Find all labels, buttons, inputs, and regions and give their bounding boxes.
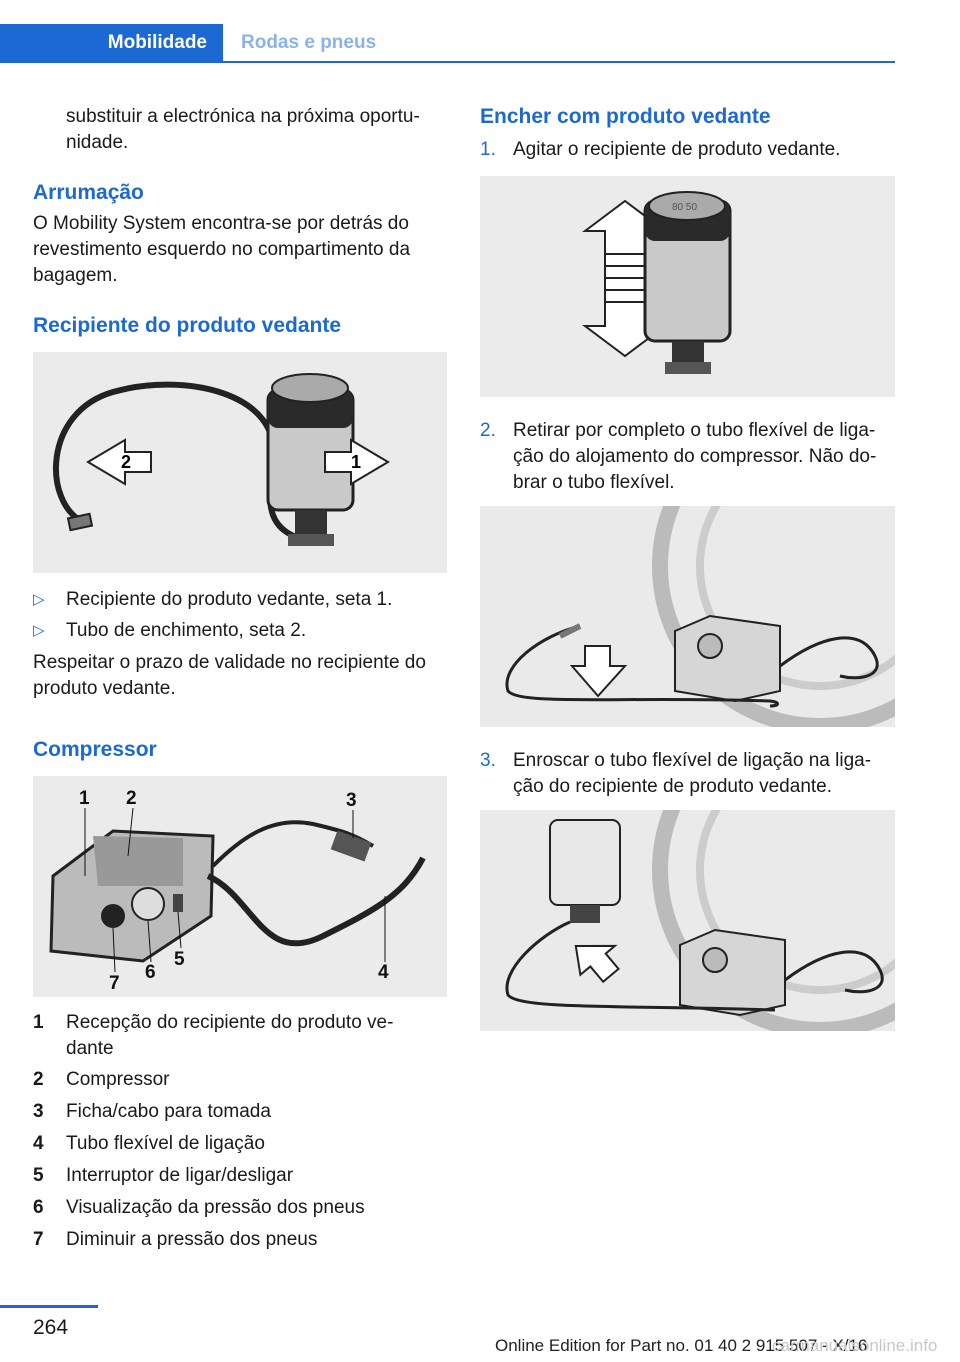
triangle-bullet-icon: ▷	[33, 591, 45, 608]
legend-item: 2 Compressor	[33, 1069, 170, 1090]
sealant-container-figure: 2 1	[33, 352, 447, 573]
watermark: carmanualsonline.info	[772, 1336, 938, 1355]
storage-text: O Mobility System encontra-se por detrás…	[33, 213, 411, 286]
bullet-item: ▷ Tubo de enchimento, seta 2.	[33, 618, 306, 644]
heading-arrumacao: Arrumação	[33, 181, 144, 204]
triangle-bullet-icon: ▷	[33, 622, 45, 639]
page-number: 264	[33, 1316, 69, 1339]
legend-item: 7 Diminuir a pressão dos pneus	[33, 1229, 318, 1250]
figure-label-4: 4	[378, 962, 389, 983]
compressor-figure: 1 2 3 4 5 6 7	[33, 776, 447, 997]
validity-note: Respeitar o prazo de validade no recipie…	[33, 652, 426, 699]
tab-rodas-e-pneus[interactable]: Rodas e pneus	[241, 32, 377, 53]
heading-encher: Encher com produto vedante	[480, 105, 771, 128]
figure-label-1: 1	[351, 452, 361, 472]
step-item: 1. Agitar o recipiente de produto vedant…	[480, 139, 841, 160]
header-rule	[0, 61, 895, 63]
heading-compressor: Compressor	[33, 738, 157, 761]
footer-rule	[0, 1305, 98, 1308]
figure-label-3: 3	[346, 790, 357, 811]
figure-label-2: 2	[126, 788, 137, 809]
bottle-label: 80 50	[672, 202, 697, 213]
legend-item: 5 Interruptor de ligar/desligar	[33, 1165, 294, 1186]
step-item: 3. Enroscar o tubo flexível de ligação n…	[480, 750, 872, 797]
step-item: 2. Retirar por completo o tubo flexível …	[480, 420, 877, 493]
intro-text: substituir a electrónica na próxima opor…	[66, 106, 420, 153]
figure-label-5: 5	[174, 949, 185, 970]
connect-hose-figure	[480, 810, 895, 1031]
edition-text: Online Edition for Part no. 01 40 2 915 …	[495, 1336, 868, 1355]
tab-mobilidade[interactable]: Mobilidade	[0, 24, 223, 62]
figure-label-1: 1	[79, 788, 90, 809]
figure-label-6: 6	[145, 962, 156, 983]
legend-item: 4 Tubo flexível de ligação	[33, 1133, 265, 1154]
figure-label-7: 7	[109, 973, 120, 994]
figure-label-2: 2	[121, 452, 131, 472]
legend-item: 3 Ficha/cabo para tomada	[33, 1101, 271, 1122]
shake-bottle-figure: 80 50	[480, 176, 895, 397]
legend-item: 1 Recepção do recipiente do produto ve-d…	[33, 1012, 394, 1059]
compressor-hose-figure	[480, 506, 895, 727]
bullet-item: ▷ Recipiente do produto vedante, seta 1.	[33, 587, 392, 613]
legend-item: 6 Visualização da pressão dos pneus	[33, 1197, 365, 1218]
heading-recipiente: Recipiente do produto vedante	[33, 314, 342, 337]
